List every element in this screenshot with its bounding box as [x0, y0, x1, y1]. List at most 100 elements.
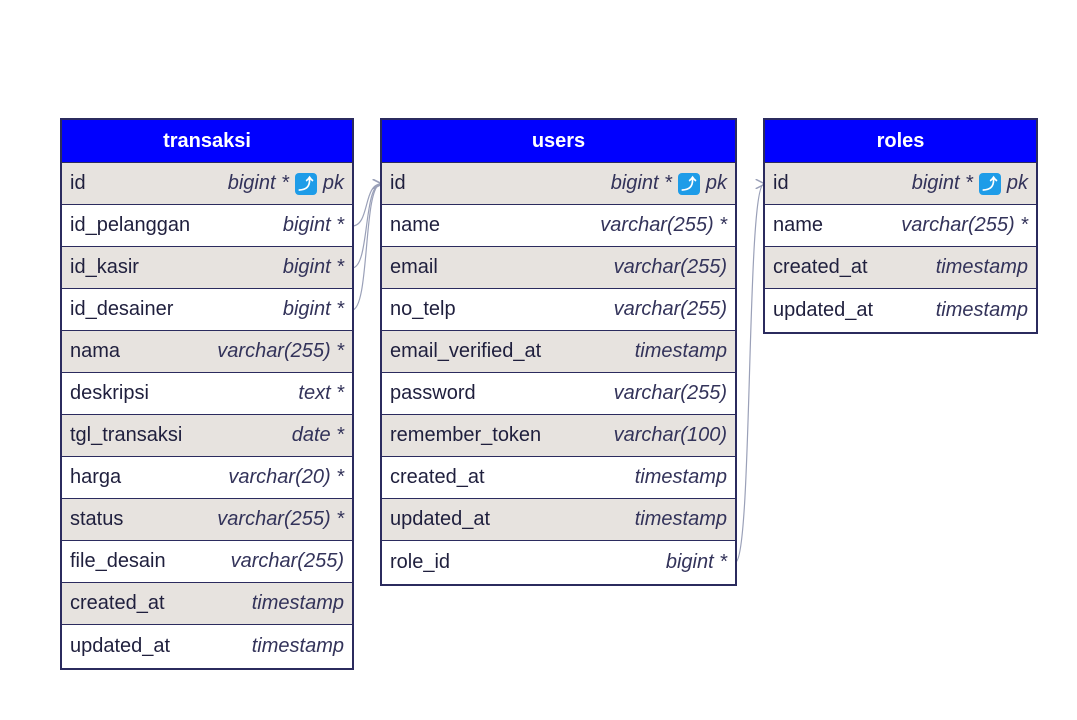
- column-type: timestamp: [935, 299, 1028, 321]
- column-type-group: bigint *⤴pk: [912, 172, 1028, 195]
- key-link-icon: ⤴: [677, 172, 700, 195]
- column-type: varchar(255): [613, 382, 727, 404]
- table-row[interactable]: updated_at timestamp: [382, 499, 735, 541]
- column-name: id_kasir: [70, 256, 139, 278]
- column-type: varchar(255) *: [217, 340, 344, 362]
- column-type-group: bigint *: [283, 256, 344, 279]
- column-type-group: bigint *⤴pk: [228, 172, 344, 195]
- table-title: roles: [765, 120, 1036, 163]
- relation-line: [351, 184, 381, 227]
- column-type-group: varchar(255) *: [600, 214, 727, 237]
- column-type: varchar(100): [613, 424, 727, 446]
- table-row[interactable]: id_desainer bigint *: [62, 289, 352, 331]
- column-type: bigint *: [282, 256, 344, 278]
- key-link-icon: ⤴: [294, 172, 317, 195]
- column-type-group: timestamp: [635, 508, 727, 531]
- column-type: timestamp: [634, 340, 727, 362]
- column-type-group: timestamp: [936, 256, 1028, 279]
- column-name: created_at: [70, 592, 165, 614]
- column-name: tgl_transaksi: [70, 424, 183, 446]
- column-type-group: varchar(255): [614, 382, 727, 405]
- column-type-group: varchar(100): [614, 424, 727, 447]
- table-row[interactable]: id bigint *⤴pk: [765, 163, 1036, 205]
- column-type-group: timestamp: [252, 635, 344, 658]
- column-name: created_at: [390, 466, 485, 488]
- table-row[interactable]: updated_at timestamp: [765, 289, 1036, 332]
- column-type-group: timestamp: [635, 340, 727, 363]
- table-row[interactable]: file_desain varchar(255): [62, 541, 352, 583]
- column-type-group: timestamp: [252, 592, 344, 615]
- column-type-group: varchar(255) *: [217, 508, 344, 531]
- column-type: varchar(255) *: [600, 214, 727, 236]
- column-type-group: timestamp: [635, 466, 727, 489]
- pk-label: pk: [705, 172, 727, 194]
- table-row[interactable]: updated_at timestamp: [62, 625, 352, 668]
- column-type-group: bigint *: [283, 298, 344, 321]
- column-name: name: [773, 214, 824, 236]
- column-name: status: [70, 508, 124, 530]
- column-type: timestamp: [634, 508, 727, 530]
- column-type-group: varchar(255) *: [217, 340, 344, 363]
- column-type: varchar(20) *: [228, 466, 344, 488]
- column-type: varchar(255): [230, 550, 344, 572]
- column-name: email_verified_at: [390, 340, 542, 362]
- column-name: updated_at: [773, 299, 874, 321]
- table-row[interactable]: no_telp varchar(255): [382, 289, 735, 331]
- column-type: varchar(255): [613, 256, 727, 278]
- column-name: role_id: [390, 551, 451, 573]
- table-row[interactable]: created_at timestamp: [62, 583, 352, 625]
- column-type: timestamp: [935, 256, 1028, 278]
- column-name: created_at: [773, 256, 868, 278]
- column-name: name: [390, 214, 441, 236]
- column-type-group: date *: [292, 424, 344, 447]
- column-name: nama: [70, 340, 121, 362]
- table-row[interactable]: tgl_transaksi date *: [62, 415, 352, 457]
- table-row[interactable]: email varchar(255): [382, 247, 735, 289]
- table-row[interactable]: status varchar(255) *: [62, 499, 352, 541]
- column-type: bigint *: [610, 172, 672, 194]
- column-type-group: text *: [298, 382, 344, 405]
- table-roles[interactable]: roles id bigint *⤴pk name varchar(255) * crea…: [763, 118, 1038, 334]
- column-type-group: bigint *: [283, 214, 344, 237]
- table-row[interactable]: name varchar(255) *: [765, 205, 1036, 247]
- table-row[interactable]: id_kasir bigint *: [62, 247, 352, 289]
- column-type-group: varchar(255): [614, 298, 727, 321]
- column-name: no_telp: [390, 298, 456, 320]
- column-type: date *: [291, 424, 344, 446]
- column-type: varchar(255): [613, 298, 727, 320]
- relation-line: [734, 184, 764, 564]
- column-name: id: [773, 172, 789, 194]
- column-type: varchar(255) *: [901, 214, 1028, 236]
- column-name: updated_at: [390, 508, 491, 530]
- column-name: updated_at: [70, 635, 171, 657]
- column-type: bigint *: [282, 214, 344, 236]
- pk-label: pk: [1006, 172, 1028, 194]
- column-type: timestamp: [251, 592, 344, 614]
- table-row[interactable]: name varchar(255) *: [382, 205, 735, 247]
- column-name: email: [390, 256, 438, 278]
- column-type-group: bigint *⤴pk: [611, 172, 727, 195]
- table-title: users: [382, 120, 735, 163]
- column-type: bigint *: [282, 298, 344, 320]
- table-title: transaksi: [62, 120, 352, 163]
- column-name: file_desain: [70, 550, 166, 572]
- relation-line: [351, 184, 381, 311]
- table-row[interactable]: created_at timestamp: [765, 247, 1036, 289]
- column-type-group: varchar(255): [614, 256, 727, 279]
- table-row[interactable]: created_at timestamp: [382, 457, 735, 499]
- table-row[interactable]: email_verified_at timestamp: [382, 331, 735, 373]
- key-link-icon: ⤴: [978, 172, 1001, 195]
- column-type-group: varchar(255): [231, 550, 344, 573]
- table-row[interactable]: nama varchar(255) *: [62, 331, 352, 373]
- column-name: id_desainer: [70, 298, 174, 320]
